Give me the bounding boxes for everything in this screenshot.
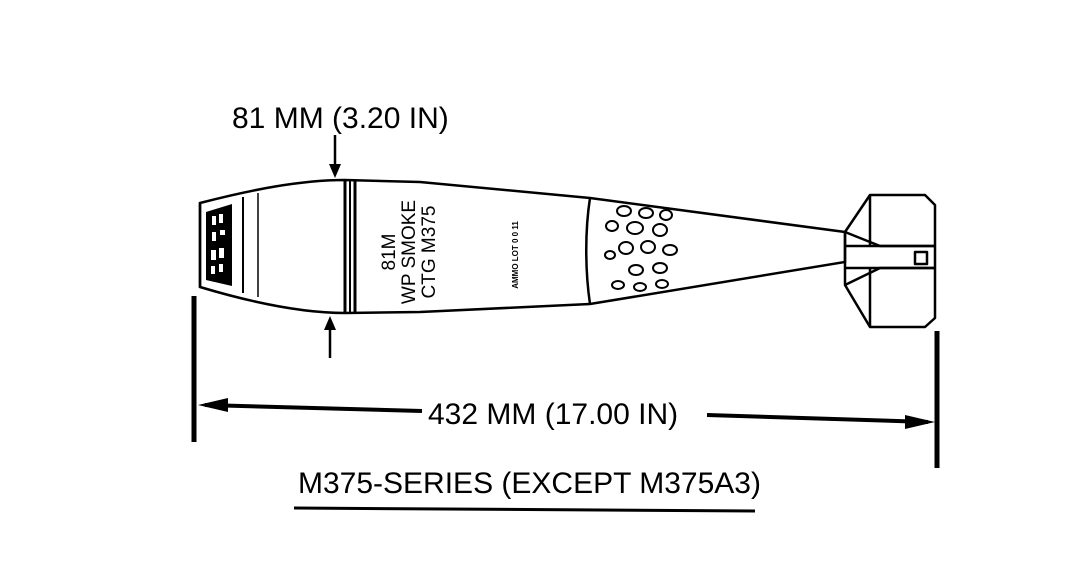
marking-caliber: 81M [379,234,400,271]
marking-type: WP SMOKE [399,200,420,304]
fuze-markings [206,204,232,286]
projectile-body [198,178,847,315]
projectile-outline [198,178,847,315]
tail-fin-assembly [843,193,937,329]
body-marking: 81M WP SMOKE CTG M375 [379,200,440,304]
length-dimension [191,296,940,468]
vent-holes [604,205,678,292]
lot-marking-group: AMMO LOT 0 0 11 [511,221,520,289]
bourrelet-bands [343,180,357,313]
diameter-label: 81 MM (3.20 IN) [232,102,449,135]
caption-title: M375-SERIES (EXCEPT M375A3) [298,467,761,500]
fuze-joint-lines [242,193,259,297]
lot-marking: AMMO LOT 0 0 11 [511,221,520,289]
length-label: 432 MM (17.00 IN) [428,398,678,431]
caption-underline [293,506,756,513]
diameter-dimension [324,135,341,358]
body-seam [585,197,592,305]
marking-model: CTG M375 [419,206,440,299]
